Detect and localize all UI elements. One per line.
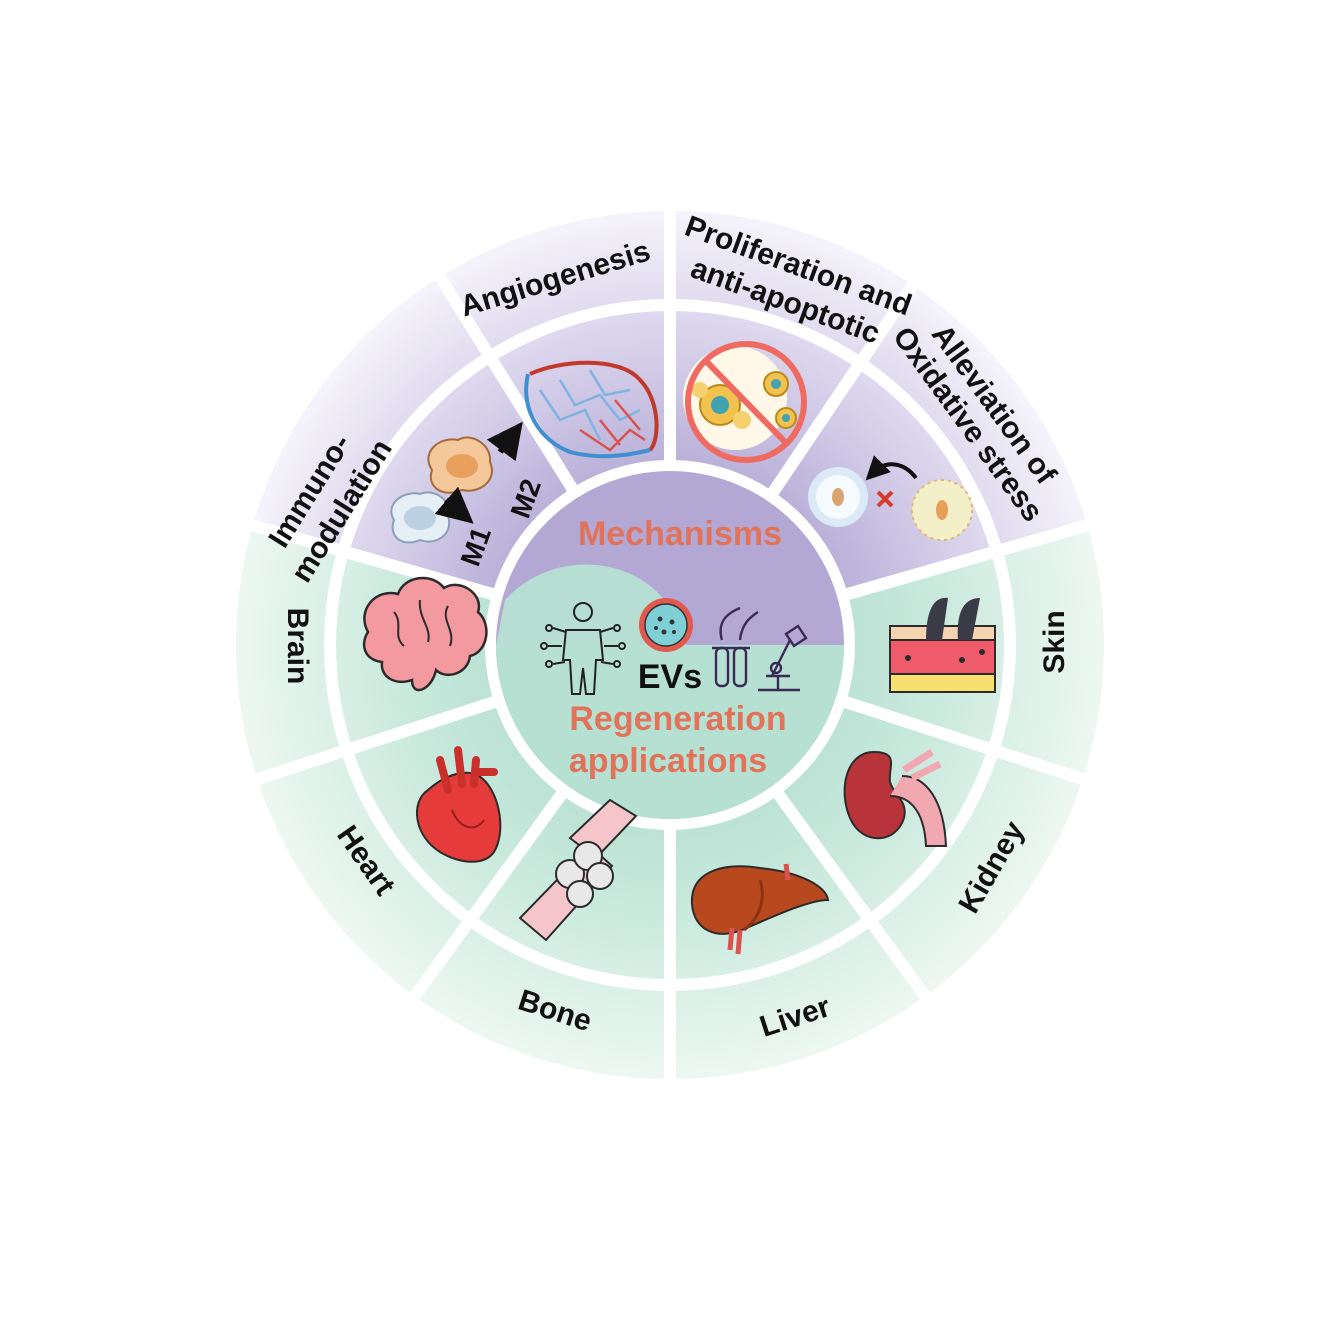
no-apoptosis-icon bbox=[683, 344, 804, 460]
label-skin: Skin bbox=[1038, 610, 1071, 673]
regeneration-title-line1: Regeneration bbox=[569, 700, 786, 738]
mechanisms-title: Mechanisms bbox=[578, 515, 782, 553]
extracellular-vesicle-icon bbox=[639, 598, 693, 652]
evs-label: EVs bbox=[638, 658, 702, 696]
regeneration-title-line2: applications bbox=[569, 742, 767, 780]
center-hub: Mechanisms EVs Regeneration applications bbox=[496, 471, 844, 819]
label-brain: Brain bbox=[281, 608, 314, 685]
